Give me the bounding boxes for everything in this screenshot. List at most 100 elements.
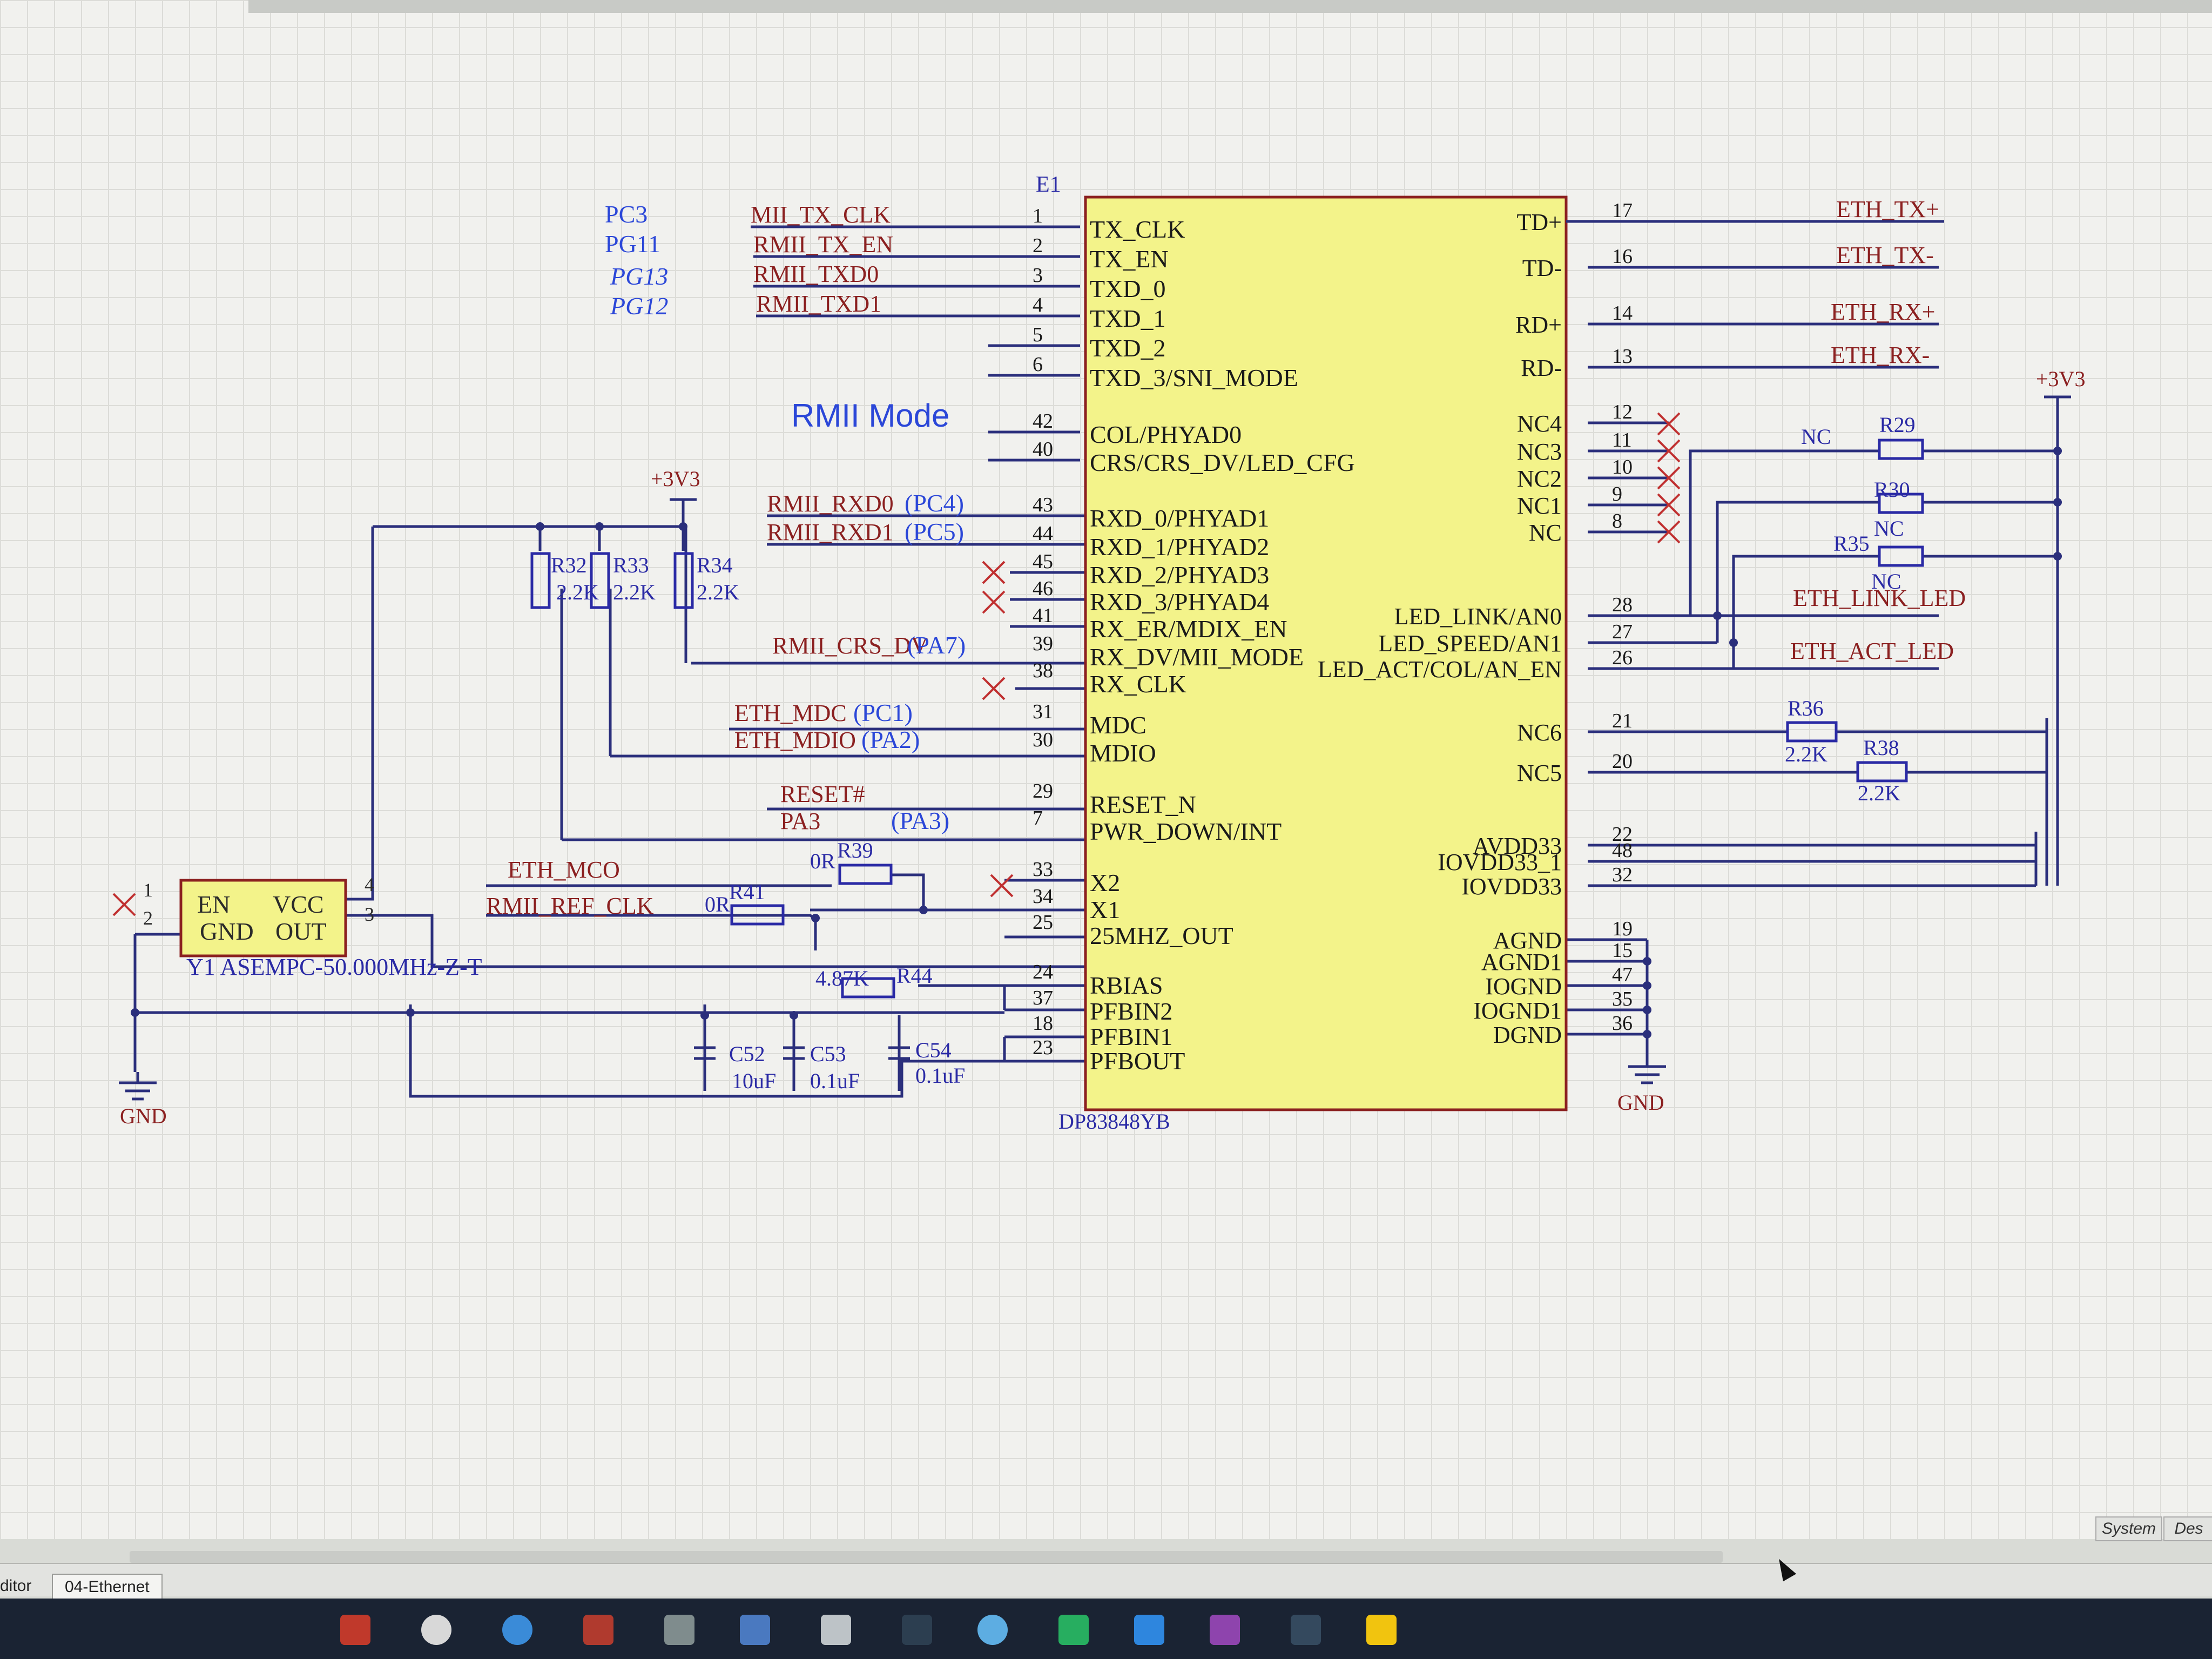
- system-panel-button[interactable]: System: [2095, 1516, 2162, 1541]
- taskbar-app-icon-1[interactable]: [340, 1615, 370, 1645]
- ic-pin-name: RX_CLK: [1090, 670, 1186, 698]
- ic-pin-name: IOGND1: [1473, 997, 1562, 1024]
- mcu-pin-pc5: (PC5): [905, 518, 964, 545]
- ic-pin-number: 10: [1612, 456, 1633, 478]
- ic-pin-name: NC6: [1517, 719, 1562, 746]
- ic-pin-name: NC2: [1517, 466, 1562, 492]
- ic-pin-number: 29: [1033, 780, 1053, 802]
- taskbar-app-icon-10[interactable]: [1058, 1615, 1089, 1645]
- ic-pin-number: 9: [1612, 483, 1622, 505]
- mcu-pin-pc4: (PC4): [905, 489, 964, 517]
- ic-pin-number: 17: [1612, 199, 1633, 222]
- ic-pin-name: RD-: [1521, 355, 1562, 381]
- ic-pin-number: 40: [1033, 438, 1053, 461]
- ic-pin-name: RXD_3/PHYAD4: [1090, 588, 1269, 616]
- ic-pin-number: 14: [1612, 302, 1633, 325]
- ic-pin-number: 32: [1612, 864, 1633, 886]
- oscillator-y1-body[interactable]: [179, 879, 347, 957]
- ic-pin-name: AGND: [1493, 927, 1562, 954]
- taskbar-app-icon-11[interactable]: [1134, 1615, 1164, 1645]
- ic-pin-number: 48: [1612, 839, 1633, 862]
- taskbar-app-icon-3[interactable]: [502, 1615, 532, 1645]
- mcu-pin-pc3: PC3: [605, 200, 648, 228]
- ic-pin-number: 22: [1612, 823, 1633, 846]
- ic-pin-name: X1: [1090, 896, 1120, 923]
- taskbar-app-icon-5[interactable]: [664, 1615, 694, 1645]
- r34-label: R34: [697, 553, 733, 577]
- ic-pin-number: 1: [1033, 205, 1043, 227]
- ic-pin-name: TX_EN: [1090, 245, 1169, 273]
- r29-label: R29: [1879, 413, 1916, 437]
- mcu-pin-pg11: PG11: [605, 230, 660, 258]
- ic-pin-number: 33: [1033, 858, 1053, 881]
- ic-pin-number: 30: [1033, 729, 1053, 751]
- ic-pin-name: TXD_2: [1090, 334, 1166, 362]
- gnd-label-left: GND: [120, 1104, 167, 1128]
- ic-pin-number: 25: [1033, 911, 1053, 934]
- terminal-icon[interactable]: [1291, 1615, 1321, 1645]
- oscillator-pin-names: EN VCC GND OUT: [197, 891, 327, 945]
- ic-pin-name: MDC: [1090, 711, 1147, 739]
- ic-pin-name: TD-: [1522, 255, 1562, 281]
- ic-pin-name: PFBOUT: [1090, 1047, 1185, 1075]
- file-explorer-icon[interactable]: [1366, 1615, 1397, 1645]
- ic-pin-number: 27: [1612, 621, 1633, 643]
- r32-value: 2.2K: [556, 580, 599, 604]
- ic-pin-name: NC5: [1517, 760, 1562, 786]
- browser-icon[interactable]: [977, 1615, 1008, 1645]
- ic-pin-name: NC4: [1517, 410, 1562, 437]
- mcu-pin-pa7: (PA7): [907, 631, 966, 659]
- capacitor-plates: [694, 1046, 910, 1060]
- ic-pin-name: RX_DV/MII_MODE: [1090, 643, 1304, 671]
- c53-label: C53: [810, 1042, 846, 1066]
- ic-pin-name: X2: [1090, 869, 1120, 896]
- mcu-pin-pg13: PG13: [610, 262, 668, 290]
- r39-value: 0R: [810, 849, 835, 873]
- r36-value: 2.2K: [1785, 742, 1827, 766]
- sheet-top-border: [248, 0, 2212, 13]
- design-panel-button[interactable]: Des: [2163, 1516, 2212, 1541]
- net-rmii-rxd0: RMII_RXD0: [767, 490, 894, 517]
- mcu-pin-pc1: (PC1): [853, 699, 913, 726]
- right-net-labels: ETH_TX+ ETH_TX- ETH_RX+ ETH_RX- ETH_LINK…: [1790, 196, 1966, 664]
- r39-label: R39: [837, 838, 873, 862]
- horizontal-scrollbar[interactable]: [130, 1551, 1723, 1563]
- taskbar-app-icon-12[interactable]: [1210, 1615, 1240, 1645]
- net-eth-link-led: ETH_LINK_LED: [1793, 585, 1966, 611]
- taskbar-app-icon-2[interactable]: [421, 1615, 451, 1645]
- calculator-icon[interactable]: [821, 1615, 851, 1645]
- ic-pin-number: 20: [1612, 750, 1633, 773]
- ic-pin-number: 2: [1033, 234, 1043, 257]
- ic-pin-name: AVDD33: [1473, 833, 1562, 859]
- ic-pin-number: 11: [1612, 429, 1632, 451]
- taskbar-app-icon-4[interactable]: [583, 1615, 613, 1645]
- r30-value: NC: [1874, 516, 1904, 541]
- ic-pin-number: 43: [1033, 494, 1053, 516]
- left-net-labels: MII_TX_CLK RMII_TX_EN RMII_TXD0 RMII_TXD…: [486, 201, 928, 919]
- ic-pin-number: 42: [1033, 410, 1053, 433]
- net-eth-rx-n: ETH_RX-: [1831, 342, 1930, 368]
- taskbar-app-icon-8[interactable]: [902, 1615, 932, 1645]
- osc-en: EN: [197, 891, 230, 918]
- ic-pin-number: 16: [1612, 245, 1633, 268]
- ic-pin-number: 26: [1612, 646, 1633, 669]
- ic-pin-name: LED_ACT/COL/AN_EN: [1318, 656, 1562, 683]
- taskbar-app-icon-6[interactable]: [740, 1615, 770, 1645]
- capacitor-labels: C52 10uF C53 0.1uF C54 0.1uF: [729, 1038, 965, 1093]
- ic-pin-name: NC3: [1517, 439, 1562, 465]
- resistor-bodies: [530, 439, 1924, 999]
- ic-pin-name: CRS/CRS_DV/LED_CFG: [1090, 449, 1355, 476]
- oscillator-pin-numbers: 1 2 4 3: [143, 874, 374, 929]
- wires: [119, 220, 2071, 1101]
- net-reset: RESET#: [780, 781, 865, 807]
- ic-pin-number: 3: [1033, 264, 1043, 287]
- ic-pin-name: PWR_DOWN/INT: [1090, 818, 1282, 845]
- junction-dots: [131, 447, 2062, 1038]
- document-tab-04-ethernet[interactable]: 04-Ethernet: [52, 1574, 163, 1601]
- ic-pin-name: TXD_0: [1090, 275, 1166, 302]
- ic-pin-name: RX_ER/MDIX_EN: [1090, 615, 1287, 643]
- ic-pin-name: IOVDD33_1: [1438, 849, 1562, 875]
- ic-body-dp83848[interactable]: [1084, 195, 1568, 1111]
- c54-value: 0.1uF: [915, 1063, 965, 1088]
